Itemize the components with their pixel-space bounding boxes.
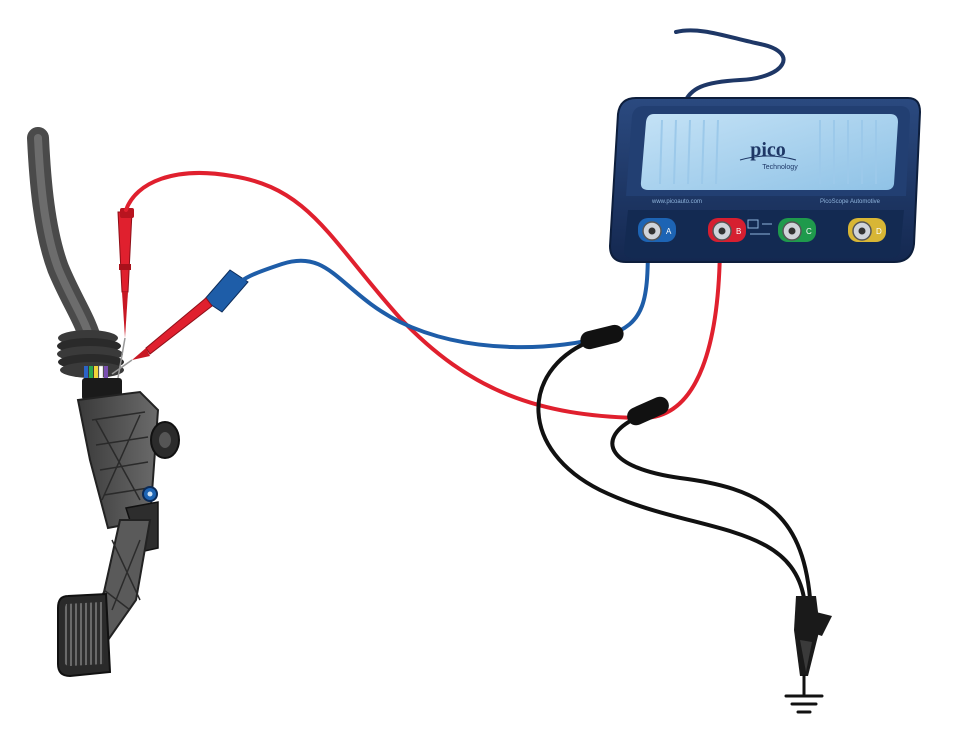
blue-test-lead [238,238,650,350]
wire-bundle [84,365,108,381]
blue-lead-ferrule [580,324,624,350]
red-test-lead [124,171,722,421]
usb-cable [674,28,786,106]
device-sub-brand: Technology [762,164,798,171]
sensor-connector [82,378,122,400]
crocodile-clip-icon[interactable] [794,596,832,676]
ground-lead-a [536,340,806,600]
ground-symbol-icon [784,674,824,714]
red-back-probe[interactable] [117,208,134,379]
channel-port-d[interactable]: D [848,218,886,242]
pedal-pad [57,592,112,678]
picoscope-device: pico Technology www.picoauto.com PicoSco… [608,97,922,263]
channel-port-b[interactable]: B [708,218,746,242]
warning-marking [747,219,772,235]
bnc-pin [858,227,866,235]
bnc-pin [718,227,726,235]
bnc-pin [788,227,796,235]
channel-ports: A B C D [638,218,886,242]
channel-label: C [806,227,812,236]
bnc-pin [648,227,656,235]
device-url: www.picoauto.com [651,199,702,205]
channel-port-a[interactable]: A [638,218,676,242]
device-model: PicoScope Automotive [820,199,881,205]
channel-label: A [666,227,672,236]
channel-port-c[interactable]: C [778,218,816,242]
blue-back-probe[interactable] [111,269,249,375]
accelerator-pedal-icon [27,127,180,678]
channel-label: D [876,227,882,236]
device-brand-logo: pico [750,139,786,161]
channel-label: B [736,227,741,236]
ground-lead-b [610,418,812,600]
red-lead-ferrule [627,396,669,426]
